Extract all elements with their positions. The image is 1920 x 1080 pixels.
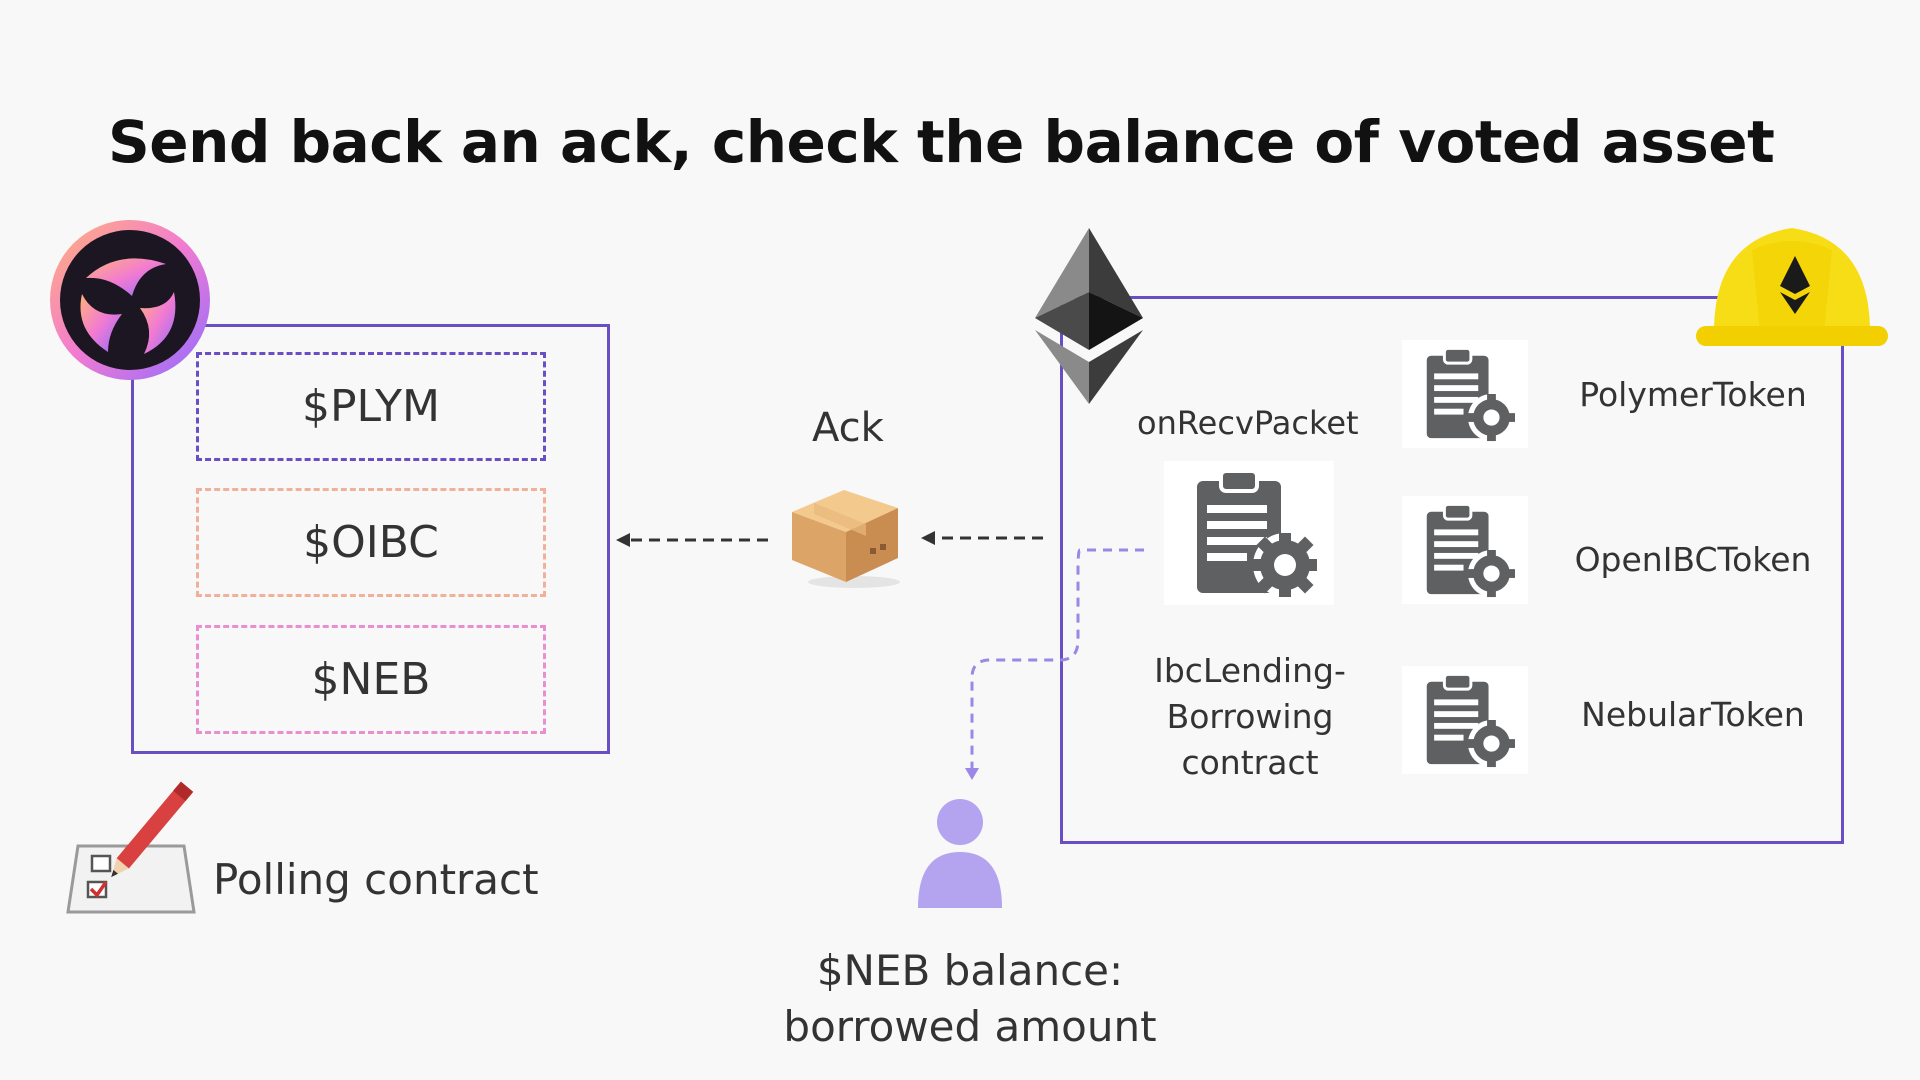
polymer-logo-icon [50,220,210,380]
polymer-token-label: PolymerToken [1579,375,1807,414]
hardhat-icon [1696,228,1888,346]
ethereum-icon [1035,228,1143,404]
contract-document-icon [1426,672,1515,768]
on-recv-packet-label: onRecvPacket [1137,404,1359,442]
balance-label-line-2: borrowed amount [783,1002,1157,1051]
ballot-icon [66,781,196,914]
polling-contract-frame [131,324,610,754]
page-title: Send back an ack, check the balance of v… [108,108,1775,176]
ibc-lending-contract-label: IbcLending- Borrowing contract [1120,648,1380,786]
balance-query-connector [965,548,1144,780]
contract-document-icon [1426,346,1515,442]
ibc-lending-frame [1060,296,1844,844]
contract-label-line-2: Borrowing [1166,697,1334,736]
balance-label-line-1: $NEB balance: [816,946,1124,995]
user-icon [918,799,1002,908]
polling-contract-label: Polling contract [213,855,539,904]
nebular-token-label: NebularToken [1581,695,1805,734]
contract-tile [1164,461,1334,605]
nebular-token-tile [1402,666,1528,774]
ack-arrow-left [616,533,768,547]
contract-label-line-1: IbcLending- [1154,651,1346,690]
token-oibc: $OIBC [196,488,546,597]
openibc-token-tile [1402,496,1528,604]
contract-document-icon [1426,502,1515,598]
contract-document-icon [1197,469,1317,597]
contract-label-line-3: contract [1181,743,1319,782]
neb-balance-label: $NEB balance: borrowed amount [760,943,1180,1055]
token-plym: $PLYM [196,352,546,461]
openibc-token-label: OpenIBCToken [1574,540,1812,579]
polymer-token-tile [1402,340,1528,448]
ack-label: Ack [812,405,884,451]
ack-arrow-right [921,531,1043,545]
token-neb: $NEB [196,625,546,734]
package-icon [792,490,900,588]
